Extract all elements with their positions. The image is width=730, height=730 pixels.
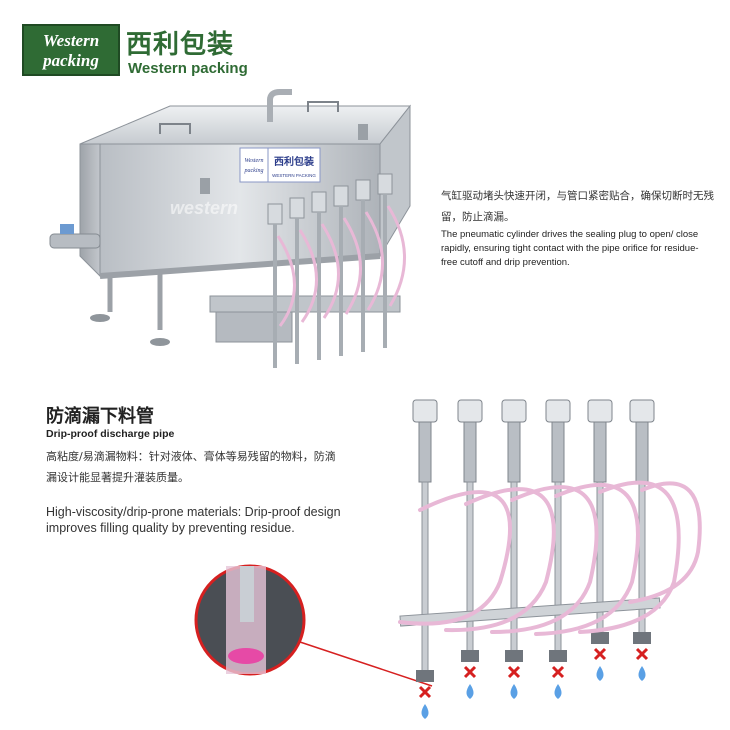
filling-machine-illustration: Western packing 西利包装 WESTERN PACKING wes…: [49, 89, 412, 368]
nozzle-tip: [461, 650, 479, 662]
nozzle-cylinder-cap: [587, 399, 613, 423]
top-description-english: The pneumatic cylinder drives the sealin…: [441, 229, 699, 268]
drip-blocked-cross-icon-stroke: [593, 647, 607, 661]
water-drop-icon: [510, 684, 518, 699]
bottom-description-chinese: 高粘度/易滴漏物料：针对液体、膏体等易残留的物料，防滴漏设计能显著提升灌装质量。: [46, 450, 336, 484]
water-drop-icon: [554, 684, 562, 699]
water-drop-icon: [596, 666, 604, 681]
nozzle-cylinder-body: [593, 421, 607, 483]
drip-blocked-cross-icon-stroke: [463, 665, 477, 679]
zoom-connector-line: [299, 641, 433, 687]
pink-liquid: [228, 648, 264, 664]
nozzle-pipe: [510, 481, 518, 653]
section-title-chinese: 防滴漏下料管: [46, 406, 154, 427]
nozzle-cylinder-body: [418, 421, 432, 483]
water-drop-icon: [638, 666, 646, 681]
bottom-description-english: High-viscosity/drip-prone materials: Dri…: [46, 505, 341, 535]
logo-badge-line-1: Western: [42, 31, 100, 50]
nozzle-cylinder-cap: [457, 399, 483, 423]
drip-blocked-cross-icon-stroke: [507, 665, 521, 679]
nozzle-cylinder-cap: [545, 399, 571, 423]
nozzle-cylinder-body: [463, 421, 477, 483]
machine-label-english: WESTERN PACKING: [272, 173, 316, 178]
drip-blocked-cross-icon-stroke: [635, 647, 649, 661]
nozzle-cylinder-cap: [412, 399, 438, 423]
top-description-chinese: 气缸驱动堵头快速开闭，与管口紧密贴合，确保切断时无残留，防止滴漏。: [441, 190, 714, 223]
nozzle-tip: [505, 650, 523, 662]
nozzle-tip: [549, 650, 567, 662]
machine-label-line-2: packing: [244, 168, 264, 174]
nozzle-tip: [591, 632, 609, 644]
nozzle-cylinder-body: [551, 421, 565, 483]
brand-logo-badge: Western packing: [22, 24, 120, 76]
discharge-nozzle-illustration: [398, 399, 702, 719]
nozzle-pipe: [466, 481, 474, 653]
machine-label-chinese: 西利包装: [274, 155, 314, 168]
water-drop-icon: [421, 704, 429, 719]
drip-detail-zoom-illustration: [194, 564, 433, 687]
logo-badge-line-2: packing: [43, 51, 99, 70]
machine-label-line-1: Western: [244, 158, 263, 164]
nozzle-cylinder-body: [635, 421, 649, 483]
nozzle-cylinder-body: [507, 421, 521, 483]
water-drop-icon: [466, 684, 474, 699]
nozzle-pipe: [638, 481, 646, 635]
section-title-english: Drip-proof discharge pipe: [46, 428, 175, 440]
nozzle-tip: [416, 670, 434, 682]
logo-english-name: Western packing: [128, 60, 248, 77]
drip-blocked-cross-icon-stroke: [418, 685, 432, 699]
machine-watermark: western: [170, 198, 238, 218]
nozzle-cylinder-cap: [629, 399, 655, 423]
nozzle-tip: [633, 632, 651, 644]
nozzle-pipe: [554, 481, 562, 653]
drip-blocked-cross-icon-stroke: [551, 665, 565, 679]
logo-chinese-name: 西利包装: [126, 30, 235, 60]
nozzle-cylinder-cap: [501, 399, 527, 423]
